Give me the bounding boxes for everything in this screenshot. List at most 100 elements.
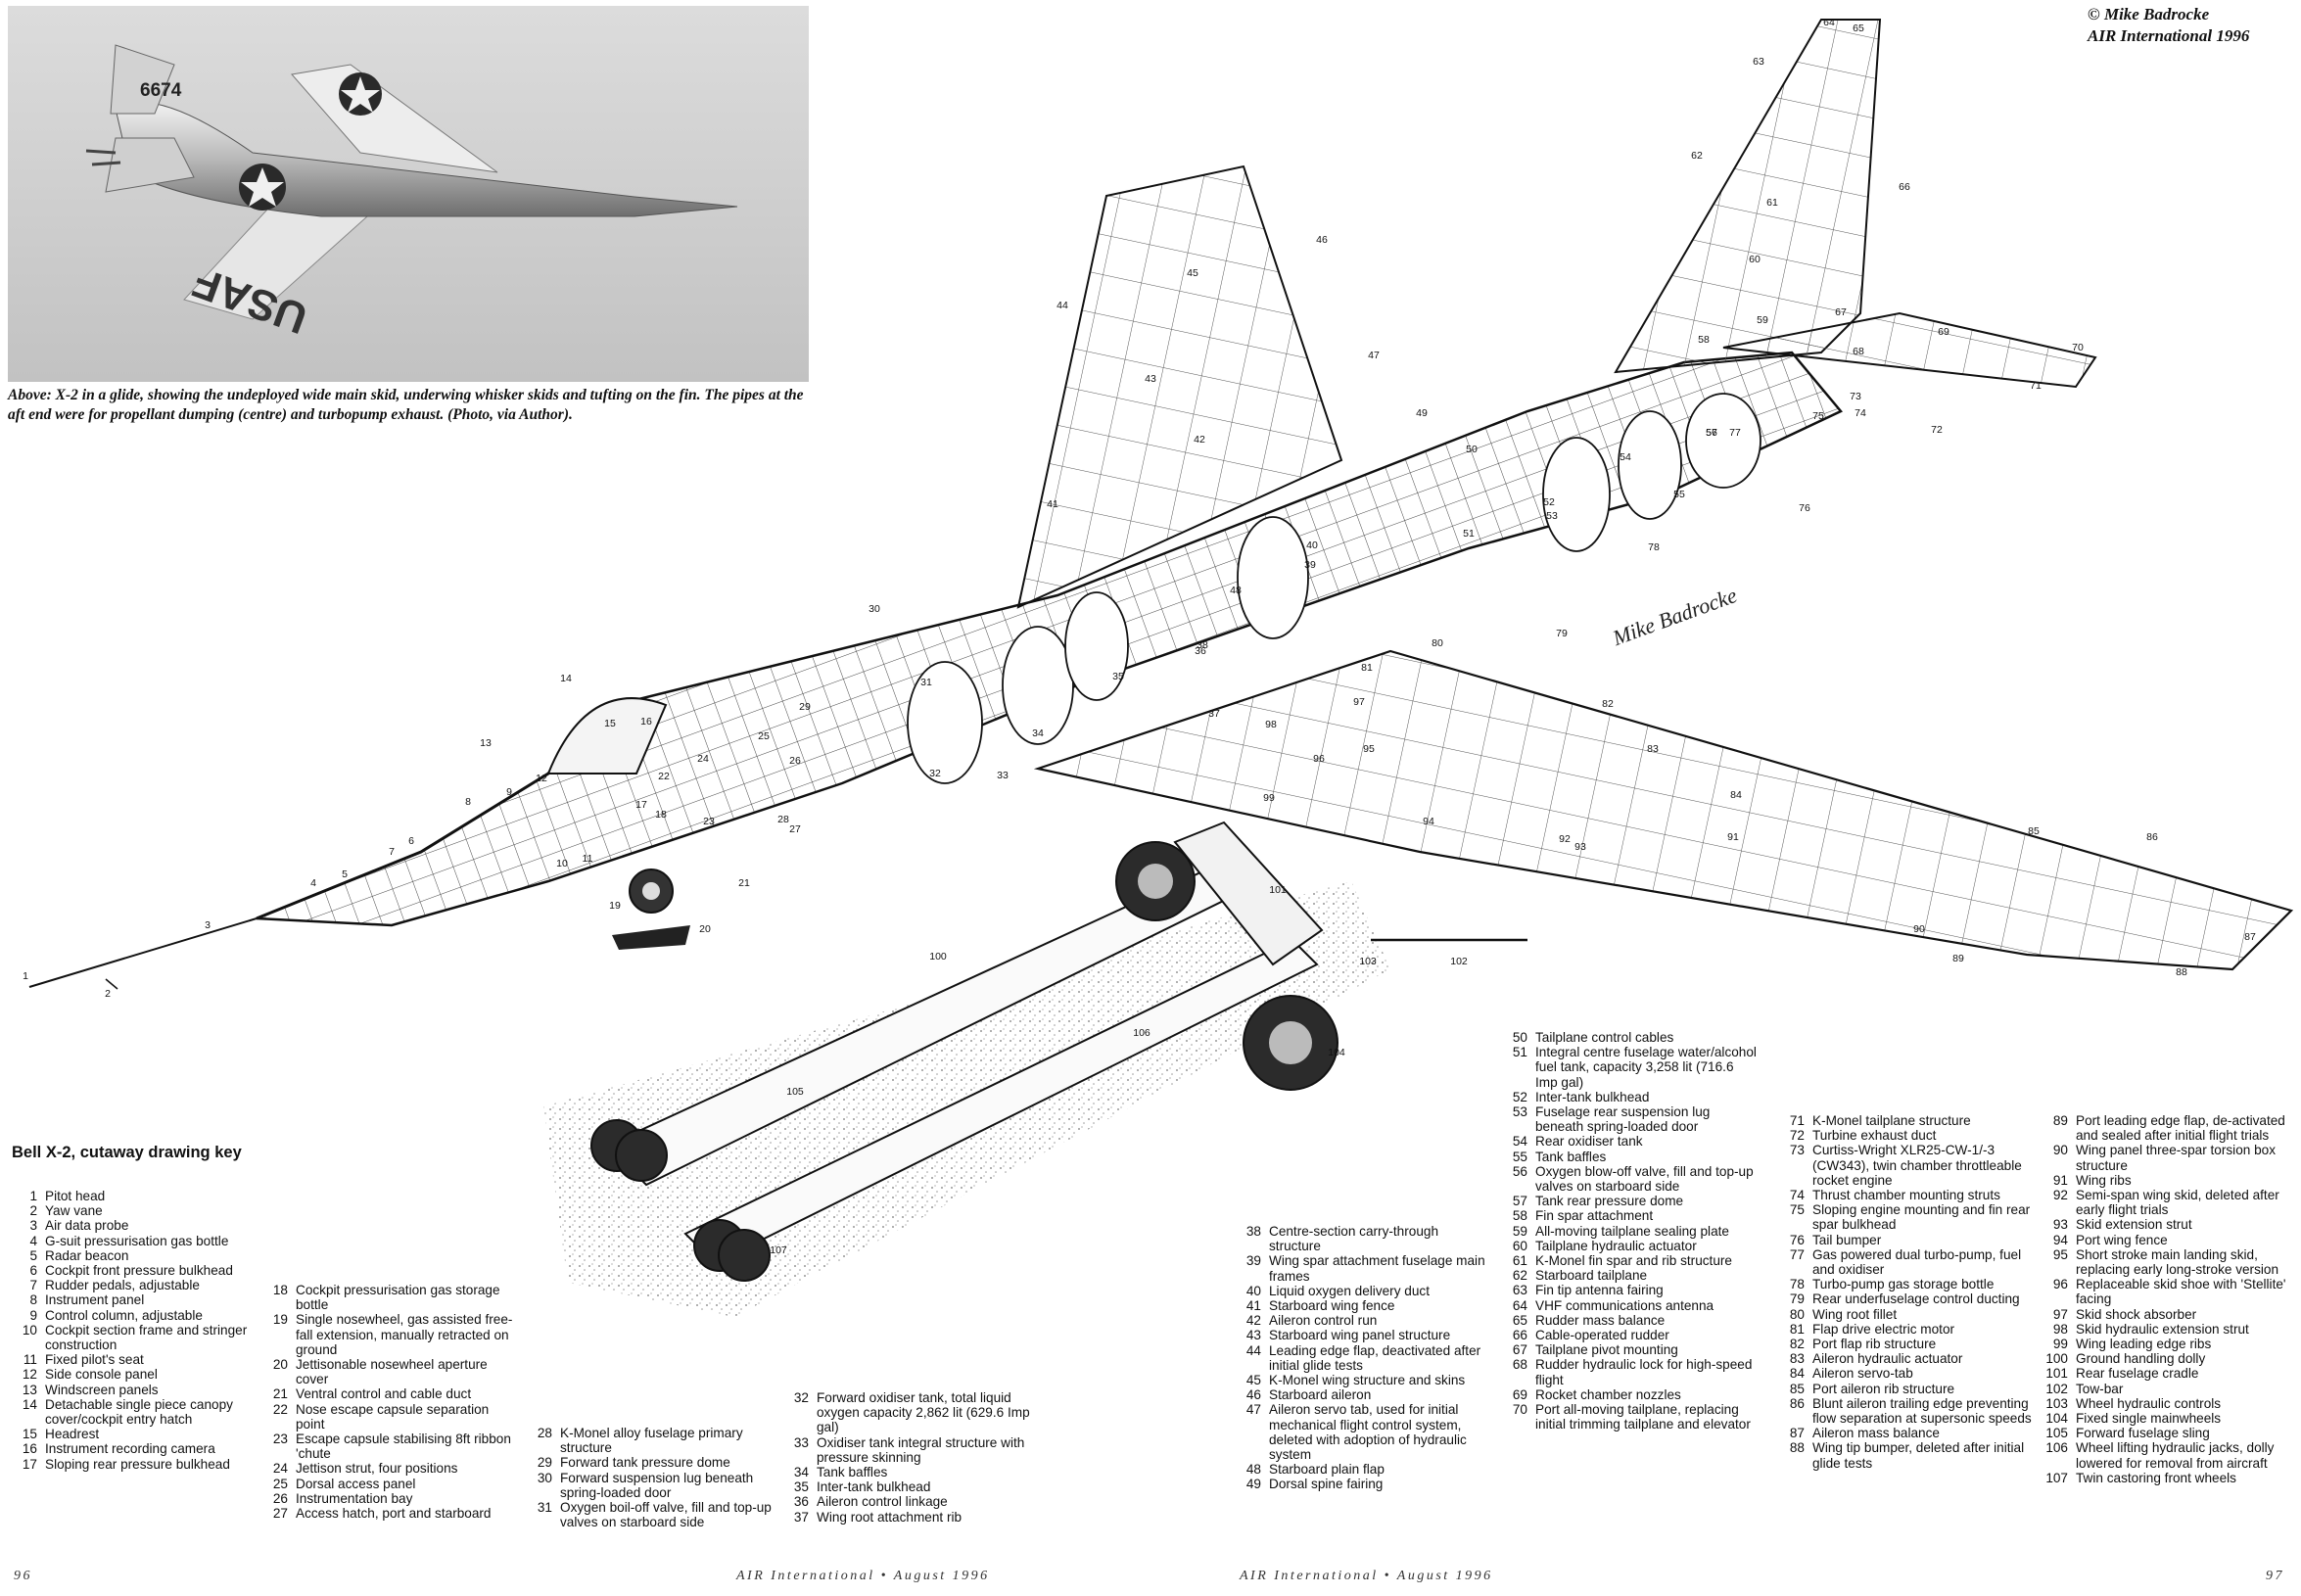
photo-caption: Above: X-2 in a glide, showing the undep… <box>8 387 804 423</box>
key-item-number: 6 <box>29 1263 37 1279</box>
callout-number: 46 <box>1316 234 1328 246</box>
key-item-text: Skid extension strut <box>2076 1217 2192 1233</box>
callout-number: 41 <box>1047 498 1058 510</box>
callout-number: 85 <box>2028 825 2040 837</box>
key-item-text: Skid hydraulic extension strut <box>2076 1321 2249 1337</box>
key-item-number: 40 <box>1245 1283 1261 1298</box>
key-item-number: 12 <box>22 1367 37 1383</box>
key-item-text: Rudder hydraulic lock for high-speed fli… <box>1535 1357 1753 1387</box>
key-item-number: 7 <box>29 1278 37 1293</box>
key-item: 32 Forward oxidiser tank, total liquid ox… <box>783 1390 1040 1435</box>
key-item-number: 31 <box>537 1500 552 1516</box>
key-item-number: 64 <box>1512 1297 1527 1313</box>
key-item-number: 39 <box>1245 1253 1261 1269</box>
callout-number: 47 <box>1368 350 1380 361</box>
key-item-number: 13 <box>22 1382 37 1397</box>
key-item-text: Rear oxidiser tank <box>1535 1134 1643 1150</box>
callout-number: 59 <box>1757 314 1768 326</box>
key-item-text: Wing panel three-spar torsion box struct… <box>2076 1143 2277 1173</box>
key-item-text: Access hatch, port and starboard <box>296 1506 492 1522</box>
credit-artist: © Mike Badrocke <box>2088 5 2210 23</box>
key-item-number: 15 <box>22 1427 37 1442</box>
key-item-text: Air data probe <box>45 1218 129 1234</box>
key-item-text: Escape capsule stabilising 8ft ribbon 'c… <box>296 1432 511 1462</box>
callout-number: 20 <box>699 923 711 935</box>
callout-number: 60 <box>1749 254 1761 265</box>
key-item-number: 76 <box>1789 1232 1805 1247</box>
key-item-text: Sloping engine mounting and fin rear spa… <box>1812 1202 2031 1233</box>
key-item-number: 46 <box>1245 1387 1261 1403</box>
key-item-number: 82 <box>1789 1337 1805 1352</box>
key-item-number: 57 <box>1512 1194 1527 1209</box>
callout-number: 62 <box>1691 150 1703 162</box>
key-item-text: Twin castoring front wheels <box>2076 1470 2236 1485</box>
callout-number: 83 <box>1647 743 1659 755</box>
key-item-number: 61 <box>1512 1253 1527 1269</box>
key-item-number: 89 <box>2052 1113 2068 1128</box>
key-item-text: Forward oxidiser tank, total liquid oxyg… <box>817 1390 1030 1435</box>
key-item: 46 Starboard aileron <box>1236 1387 1492 1402</box>
callout-number: 38 <box>1197 639 1208 651</box>
key-item-text: Control column, adjustable <box>45 1307 203 1323</box>
key-item-text: Curtiss-Wright XLR25-CW-1/-3 (CW343), tw… <box>1812 1143 2022 1188</box>
key-item-number: 29 <box>537 1455 552 1471</box>
key-item-number: 1 <box>29 1189 37 1203</box>
callout-number: 75 <box>1812 410 1824 422</box>
key-item-text: Starboard aileron <box>1269 1387 1372 1403</box>
callout-number: 104 <box>1328 1047 1345 1058</box>
callout-number: 5 <box>342 868 348 880</box>
callout-number: 49 <box>1416 407 1428 419</box>
key-item-text: Port leading edge flap, de-activated and… <box>2076 1113 2285 1144</box>
callout-number: 69 <box>1938 326 1949 338</box>
callout-number: 39 <box>1304 559 1316 571</box>
ground-handling-dolly <box>543 821 1527 1317</box>
key-item-text: Aileron hydraulic actuator <box>1812 1351 1963 1367</box>
key-item-number: 18 <box>272 1283 288 1297</box>
key-item-number: 59 <box>1512 1223 1527 1239</box>
key-item-text: Tank baffles <box>1535 1149 1607 1164</box>
callout-number: 51 <box>1463 528 1475 540</box>
key-item-text: Rear underfuselage control ducting <box>1812 1291 2020 1307</box>
key-item-text: Wheel lifting hydraulic jacks, dolly low… <box>2076 1440 2275 1471</box>
key-item-number: 25 <box>272 1476 288 1491</box>
key-item-number: 104 <box>2045 1411 2068 1427</box>
callout-number: 86 <box>2146 831 2158 843</box>
key-item-text: Detachable single piece canopy cover/coc… <box>45 1396 233 1428</box>
key-item-text: Instrumentation bay <box>296 1490 413 1506</box>
callout-number: 4 <box>310 877 316 889</box>
credit: © Mike Badrocke AIR International 1996 <box>2088 4 2297 47</box>
key-item-number: 62 <box>1512 1268 1527 1284</box>
photo-serial: 6674 <box>140 80 182 101</box>
callout-number: 63 <box>1753 56 1764 68</box>
key-item-number: 32 <box>793 1390 809 1405</box>
key-item-text: Jettison strut, four positions <box>296 1461 458 1477</box>
key-item-text: Leading edge flap, deactivated after ini… <box>1269 1342 1481 1373</box>
key-item-text: Aileron servo-tab <box>1812 1366 1913 1382</box>
key-item-number: 19 <box>272 1312 288 1328</box>
key-item-text: Aileron control linkage <box>817 1494 948 1510</box>
callout-number: 56 <box>1706 427 1717 439</box>
